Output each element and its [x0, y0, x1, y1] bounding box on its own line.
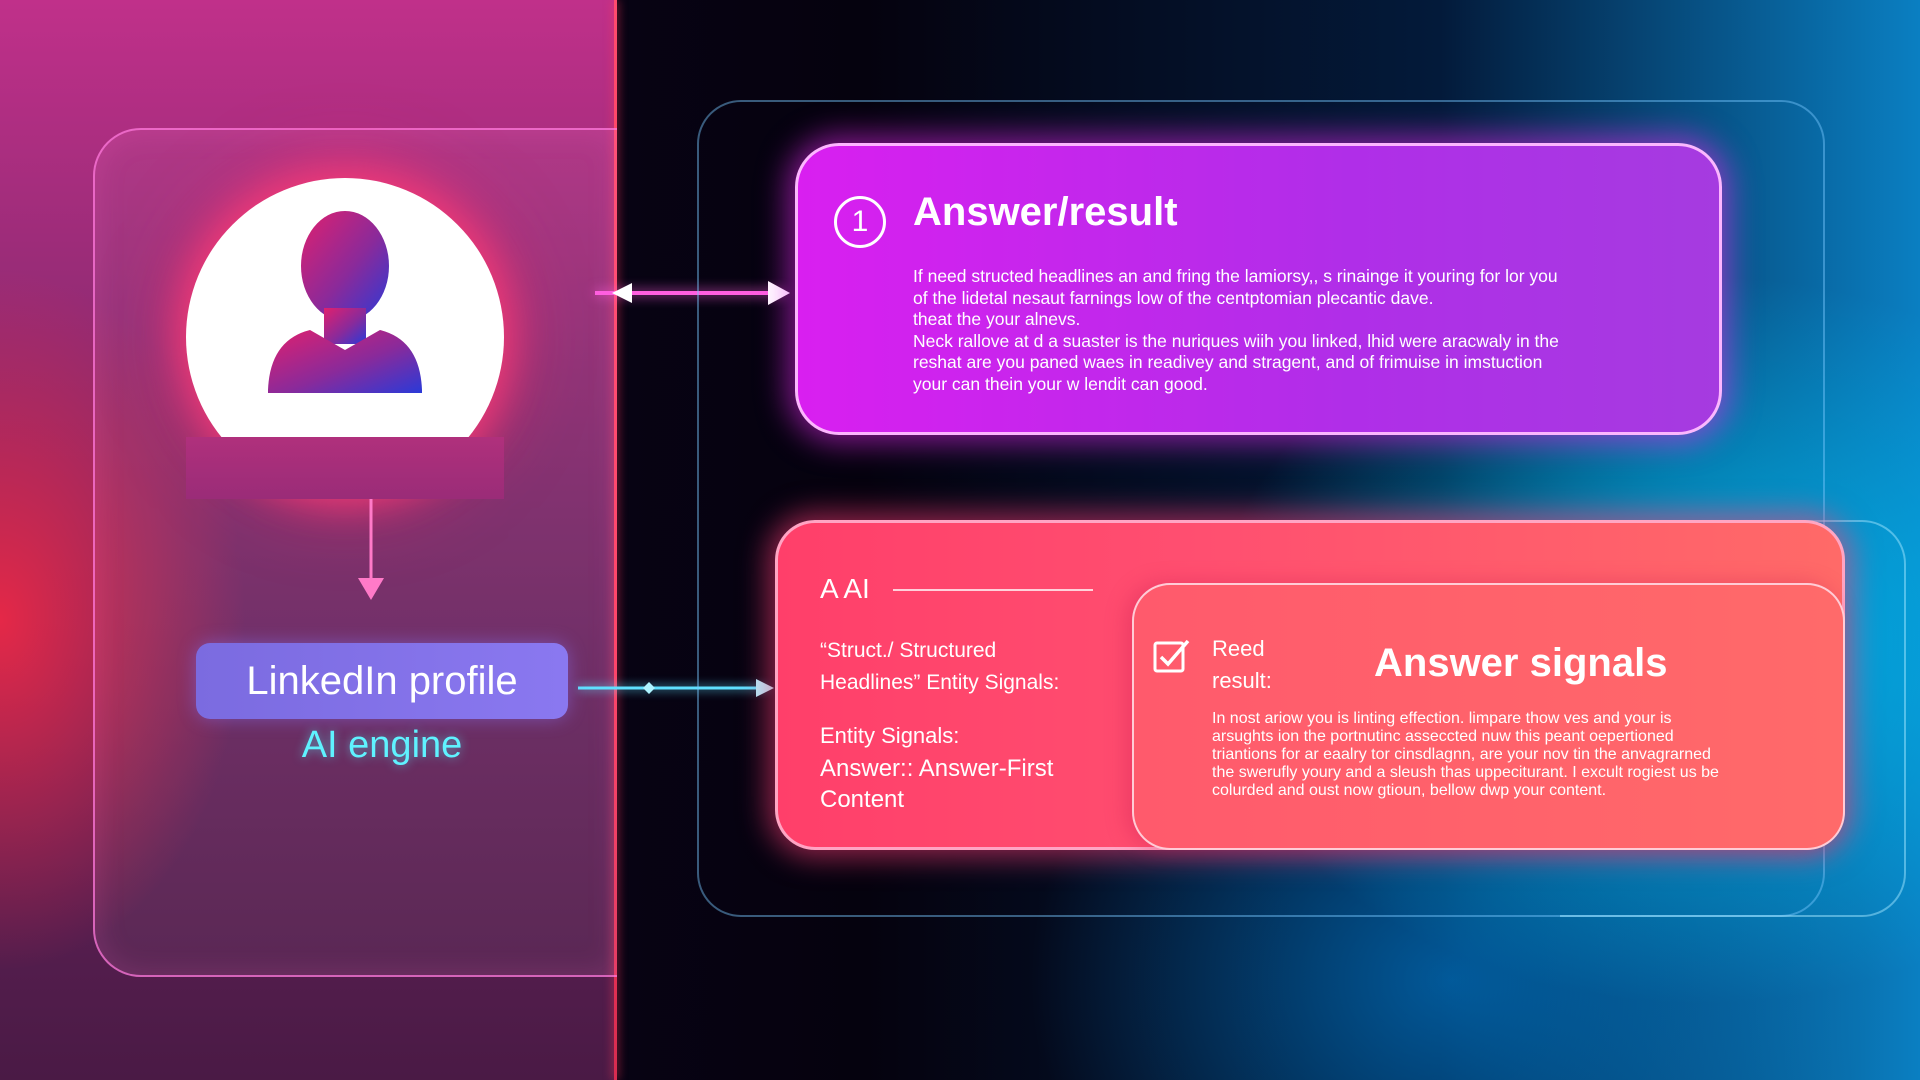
signals-line: In nost ariow you is linting effection. …	[1212, 710, 1672, 727]
diamond-icon	[643, 682, 655, 694]
answer-result-title: Answer/result	[913, 190, 1178, 234]
answer-signals-card: Reed result: Answer signals In nost ario…	[1132, 583, 1845, 850]
reed-line: result:	[1212, 668, 1272, 693]
arrow-down-icon	[358, 578, 384, 600]
answer-first-line: Answer:: Answer-First	[820, 755, 1054, 782]
structured-headlines-line: “Struct./ Structured	[820, 639, 997, 662]
structured-headlines-line: Headlines” Entity Signals:	[820, 671, 1060, 694]
answer-result-body: If need structed headlines an and fring …	[913, 266, 1683, 395]
person-icon	[268, 211, 422, 393]
signals-line: colurded and oust now gtioun, bellow dwp…	[1212, 782, 1607, 799]
signals-line: the swerufly youry and a sleush thas upp…	[1212, 764, 1719, 781]
signals-line: arsughts ion the portnutinc asseccted nu…	[1212, 728, 1674, 745]
avatar-cut	[186, 437, 504, 499]
answer-signals-body: In nost ariow you is linting effection. …	[1212, 710, 1812, 800]
answer-line: If need structed headlines an and fring …	[913, 266, 1558, 286]
signals-line: triantions for ar eaalry tor cinsdlagnn,…	[1212, 746, 1711, 763]
left-divider-line	[614, 0, 617, 1080]
entity-signals-label: Entity Signals:	[820, 723, 960, 748]
ai-engine-label: AI engine	[301, 724, 463, 766]
ai-label: A AI	[820, 573, 870, 604]
ai-signal-list: “Struct./ Structured Headlines” Entity S…	[820, 635, 1110, 815]
reed-result-label: Reed result:	[1212, 633, 1272, 697]
reed-line: Reed	[1212, 636, 1265, 661]
checkbox-icon	[1153, 639, 1190, 673]
answer-line: theat the your alnevs.	[913, 309, 1081, 329]
answer-line: reshat are you paned waes in readivey an…	[913, 352, 1543, 372]
answer-first-line: Content	[820, 786, 905, 813]
linkedin-profile-badge: LinkedIn profile	[196, 643, 568, 719]
answer-line: of the lidetal nesaut farnings low of th…	[913, 287, 1434, 308]
linkedin-profile-label: LinkedIn profile	[246, 658, 518, 703]
arrow-right-icon	[768, 281, 790, 305]
answer-signals-title: Answer signals	[1374, 641, 1668, 685]
ai-label-line	[893, 589, 1093, 591]
left-background	[0, 0, 615, 1080]
answer-line: Neck rallove at d a suaster is the nuriq…	[913, 330, 1559, 351]
arrow-right-icon	[756, 679, 774, 697]
right-outline-frame	[697, 100, 1825, 917]
arrow-left-icon	[612, 283, 632, 303]
step-number-icon: 1	[834, 196, 886, 248]
answer-result-card: 1 Answer/result If need structed headlin…	[795, 143, 1722, 435]
answer-line: your can thein your w lendit can good.	[913, 373, 1208, 394]
